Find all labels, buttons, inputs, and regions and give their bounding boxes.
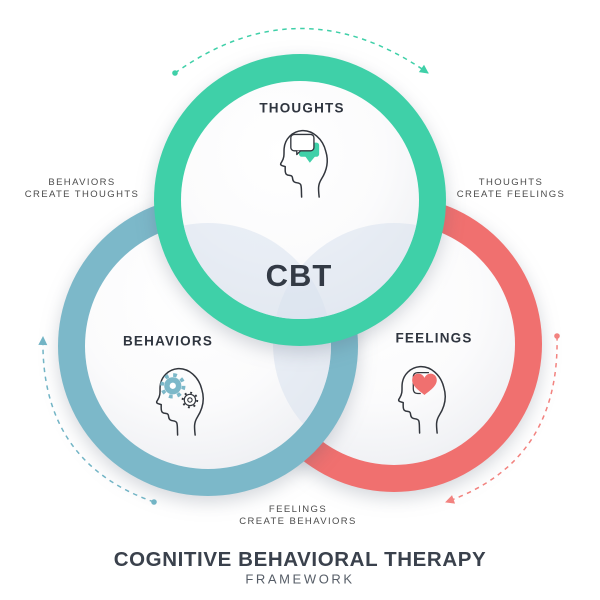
right-arc-start-dot bbox=[554, 333, 560, 339]
speech-bubble-outline bbox=[290, 133, 315, 156]
right-arc-arrow bbox=[445, 333, 560, 504]
top-arc-arrow bbox=[172, 27, 429, 76]
heart-shape bbox=[412, 373, 437, 395]
behaviors-label: BEHAVIORS bbox=[122, 333, 214, 349]
top-arc-start-dot bbox=[172, 70, 178, 76]
large-gear bbox=[160, 373, 186, 399]
head-speech-bubble-icon bbox=[279, 129, 328, 198]
diagram-subtitle: FRAMEWORK bbox=[245, 571, 355, 587]
head-gears-icon bbox=[155, 367, 204, 436]
head-heart-icon bbox=[397, 365, 446, 434]
relation-behaviors-create-thoughts: BEHAVIORS CREATE THOUGHTS bbox=[24, 177, 140, 200]
thoughts-feelings-overlap bbox=[273, 223, 419, 319]
left-arc-arrow bbox=[38, 336, 157, 505]
relation-thoughts-create-feelings: THOUGHTS CREATE FEELINGS bbox=[456, 177, 566, 200]
diagram-title: COGNITIVE BEHAVIORAL THERAPY bbox=[113, 548, 487, 571]
left-arc-arrowhead-icon bbox=[38, 336, 48, 346]
thoughts-behaviors-overlap bbox=[181, 223, 331, 319]
relation-feelings-create-behaviors: FEELINGS CREATE BEHAVIORS bbox=[239, 504, 357, 527]
left-arc-start-dot bbox=[151, 499, 157, 505]
feelings-label: FEELINGS bbox=[395, 330, 473, 346]
small-gear bbox=[181, 391, 199, 409]
top-arc-arrowhead-icon bbox=[418, 64, 429, 74]
center-cbt-label: CBT bbox=[265, 258, 333, 293]
right-arc-arrowhead-icon bbox=[445, 495, 456, 504]
thoughts-label: THOUGHTS bbox=[259, 100, 345, 116]
